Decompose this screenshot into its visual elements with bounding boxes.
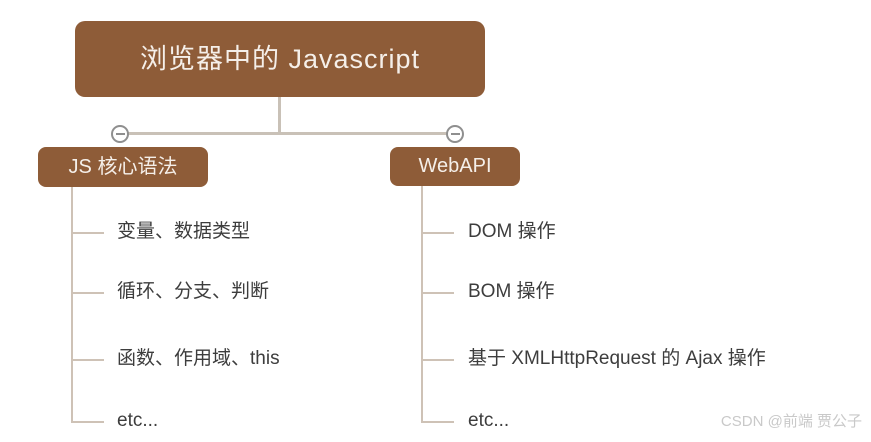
minus-icon <box>115 133 125 135</box>
collapse-button-js[interactable] <box>111 125 129 143</box>
js-child-item-2[interactable]: 循环、分支、判断 <box>117 281 270 302</box>
branch-node-js-core-syntax[interactable]: JS 核心语法 <box>38 147 208 187</box>
js-child-item-4[interactable]: etc... <box>117 410 159 431</box>
root-connector-stub <box>278 97 281 134</box>
webapi-branch-tick-4 <box>421 421 454 423</box>
js-branch-tick-1 <box>71 232 104 234</box>
webapi-branch-tick-3 <box>421 359 454 361</box>
csdn-watermark: CSDN @前端 贾公子 <box>720 413 862 430</box>
webapi-child-item-3[interactable]: 基于 XMLHttpRequest 的 Ajax 操作 <box>468 348 766 369</box>
minus-icon <box>450 133 460 135</box>
js-branch-tick-4 <box>71 421 104 423</box>
webapi-child-item-2[interactable]: BOM 操作 <box>468 281 555 302</box>
webapi-branch-tick-1 <box>421 232 454 234</box>
js-child-item-3[interactable]: 函数、作用域、this <box>117 348 280 369</box>
webapi-child-item-4[interactable]: etc... <box>468 410 510 431</box>
js-branch-vertical-line <box>71 187 73 423</box>
webapi-child-item-1[interactable]: DOM 操作 <box>468 221 556 242</box>
js-branch-tick-3 <box>71 359 104 361</box>
js-child-item-1[interactable]: 变量、数据类型 <box>117 221 251 242</box>
branch-horizontal-connector <box>120 132 455 135</box>
collapse-button-webapi[interactable] <box>446 125 464 143</box>
webapi-branch-vertical-line <box>421 186 423 423</box>
branch-node-webapi[interactable]: WebAPI <box>390 147 520 186</box>
root-topic-node[interactable]: 浏览器中的 Javascript <box>75 21 485 97</box>
js-branch-tick-2 <box>71 292 104 294</box>
webapi-branch-tick-2 <box>421 292 454 294</box>
